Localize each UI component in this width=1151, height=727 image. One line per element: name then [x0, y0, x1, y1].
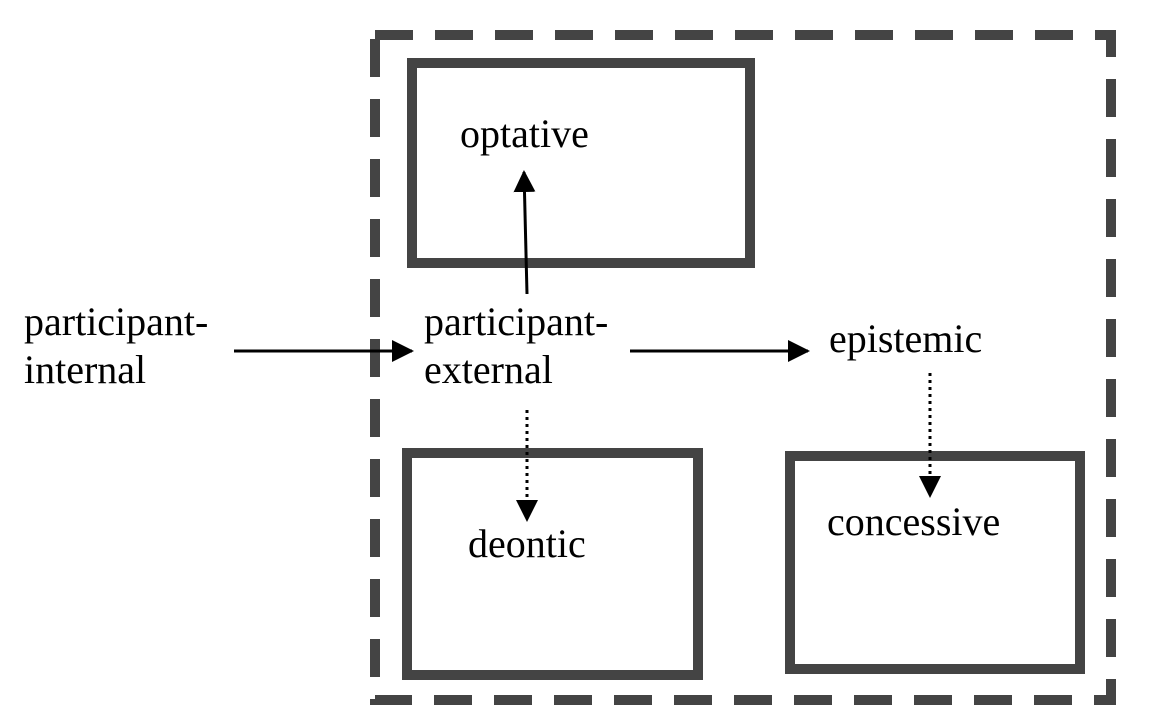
- participant-internal-line2: internal: [24, 347, 146, 392]
- participant-internal-label: participant- internal: [24, 299, 218, 392]
- concessive-box: [785, 451, 1085, 674]
- participant-external-label: participant- external: [424, 299, 618, 392]
- participant-external-region: [370, 30, 1116, 705]
- participant-external-line1: participant-: [424, 299, 608, 344]
- participant-external-line2: external: [424, 347, 553, 392]
- deontic-box: [402, 448, 703, 680]
- concessive-label: concessive: [827, 499, 1000, 544]
- arrow-external-to-optative: [513, 170, 536, 295]
- participant-internal-line1: participant-: [24, 299, 208, 344]
- deontic-label: deontic: [468, 521, 586, 566]
- epistemic-label: epistemic: [829, 316, 982, 361]
- optative-label: optative: [460, 111, 589, 156]
- optative-box: [407, 58, 755, 268]
